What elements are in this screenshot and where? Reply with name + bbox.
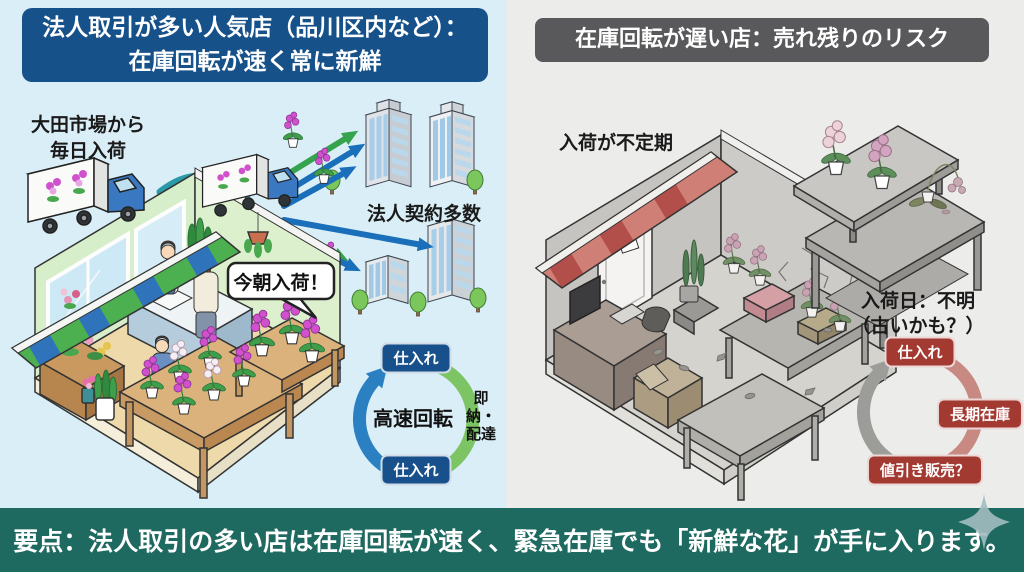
slow-cycle-right-badge: 長期在庫 [936,398,1024,430]
building-icon [426,218,476,303]
key-point-bar: 要点：法人取引の多い店は在庫回転が速く、緊急在庫でも「新鮮な花」が手に入ります。 [0,508,1024,572]
sparkle-icon [958,494,1010,550]
truck-icon [200,153,299,217]
fast-cycle-top-badge: 仕入れ [380,342,452,374]
bubble-text: 今朝入荷！ [232,271,328,294]
slow-cycle-top-badge: 仕入れ [884,336,956,368]
fast-cycle-side-line1: 即納・ [466,389,497,425]
market-label-line1: 大田市場から [30,114,145,136]
fast-cycle-side-label: 即納・ 配達 [466,389,496,443]
right-panel: 在庫回転が遅い店：売れ残りのリスク 入荷が不定期 入荷日：不明 （古いかも？） … [506,0,1024,508]
left-header-line2: 在庫回転が速く常に新鮮 [128,49,382,75]
speech-bubble: 今朝入荷！ [226,261,336,320]
building-icon [364,98,413,188]
right-scene-illustration [534,120,986,501]
left-scene-illustration: 今朝入荷！ [10,98,487,499]
fast-cycle-bottom-badge: 仕入れ [380,454,452,486]
fast-cycle-side-line2: 配達 [466,425,497,443]
arrival-date-note: 入荷日：不明 （古いかも？） [838,289,998,338]
building-icon [364,254,410,305]
left-header: 法人取引が多い人気店（品川区内など）： 在庫回転が速く常に新鮮 [22,8,488,82]
truck-icon [25,156,145,234]
arrival-date-note-line2: （古いかも？） [851,314,985,337]
left-panel: 今朝入荷！ 法人取引が多い人気店（品川区内など）： 在庫回転が速く常に新鮮 大田… [0,0,506,508]
market-label: 大田市場から 毎日入荷 [18,113,158,164]
building-icon [428,101,476,188]
left-header-line1: 法人取引が多い人気店（品川区内など）： [42,14,468,41]
fast-cycle-center-label: 高速回転 [373,406,453,431]
right-header: 在庫回転が遅い店：売れ残りのリスク [535,18,989,62]
arrival-date-note-line1: 入荷日：不明 [860,290,975,312]
market-label-line2: 毎日入荷 [49,139,126,162]
corporate-contracts-label: 法人契約多数 [366,203,481,225]
irregular-arrival-label: 入荷が不定期 [558,132,673,154]
wilted-orchid-icon [908,163,966,215]
slow-cycle-bottom-badge: 値引き販売？ [866,454,984,486]
key-point-text: 要点：法人取引の多い店は在庫回転が速く、緊急在庫でも「新鮮な花」が手に入ります。 [13,527,1011,556]
